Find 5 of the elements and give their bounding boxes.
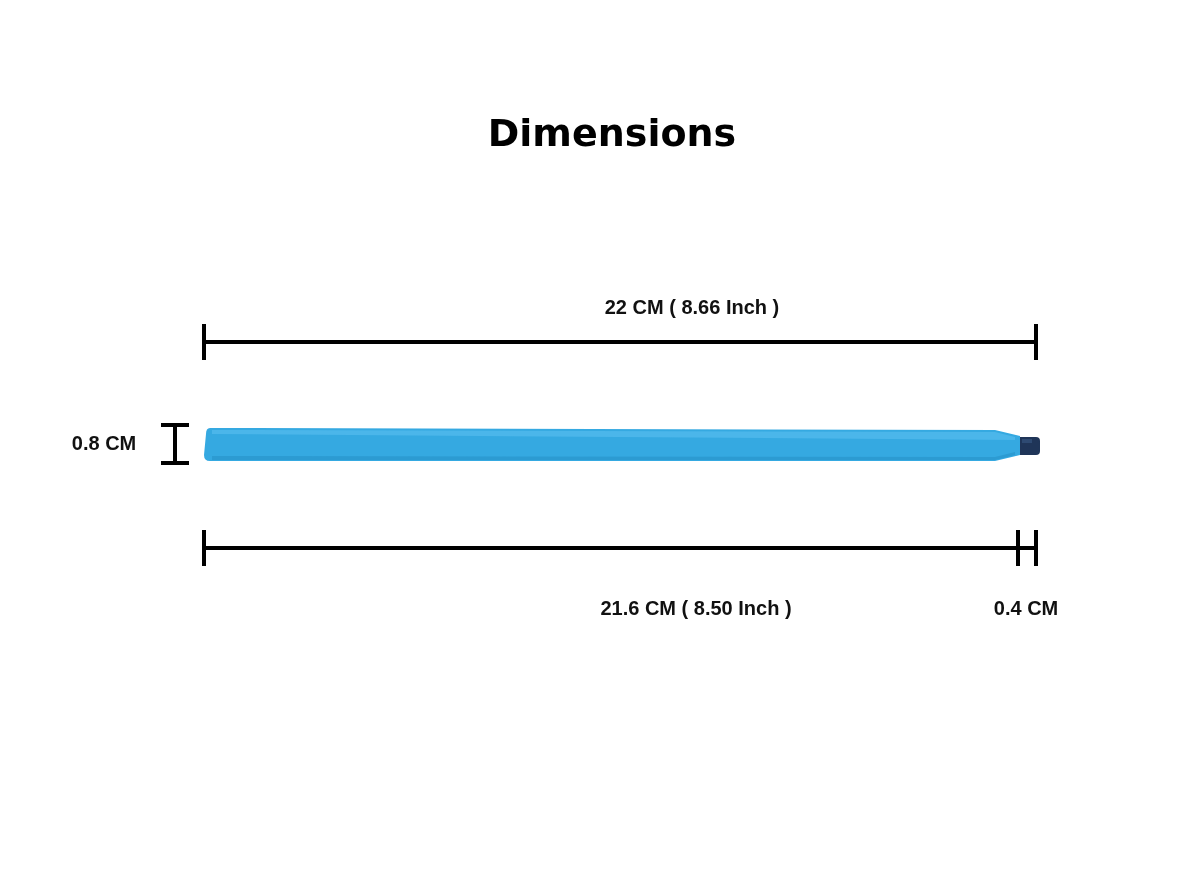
title: Dimensions — [487, 111, 737, 155]
dimension-label: 22 CM ( 8.66 Inch ) — [604, 295, 780, 319]
dimension-label: 0.8 CM — [71, 431, 137, 455]
dimension-label: 0.4 CM — [993, 596, 1059, 620]
dimension-label: 21.6 CM ( 8.50 Inch ) — [600, 596, 792, 620]
